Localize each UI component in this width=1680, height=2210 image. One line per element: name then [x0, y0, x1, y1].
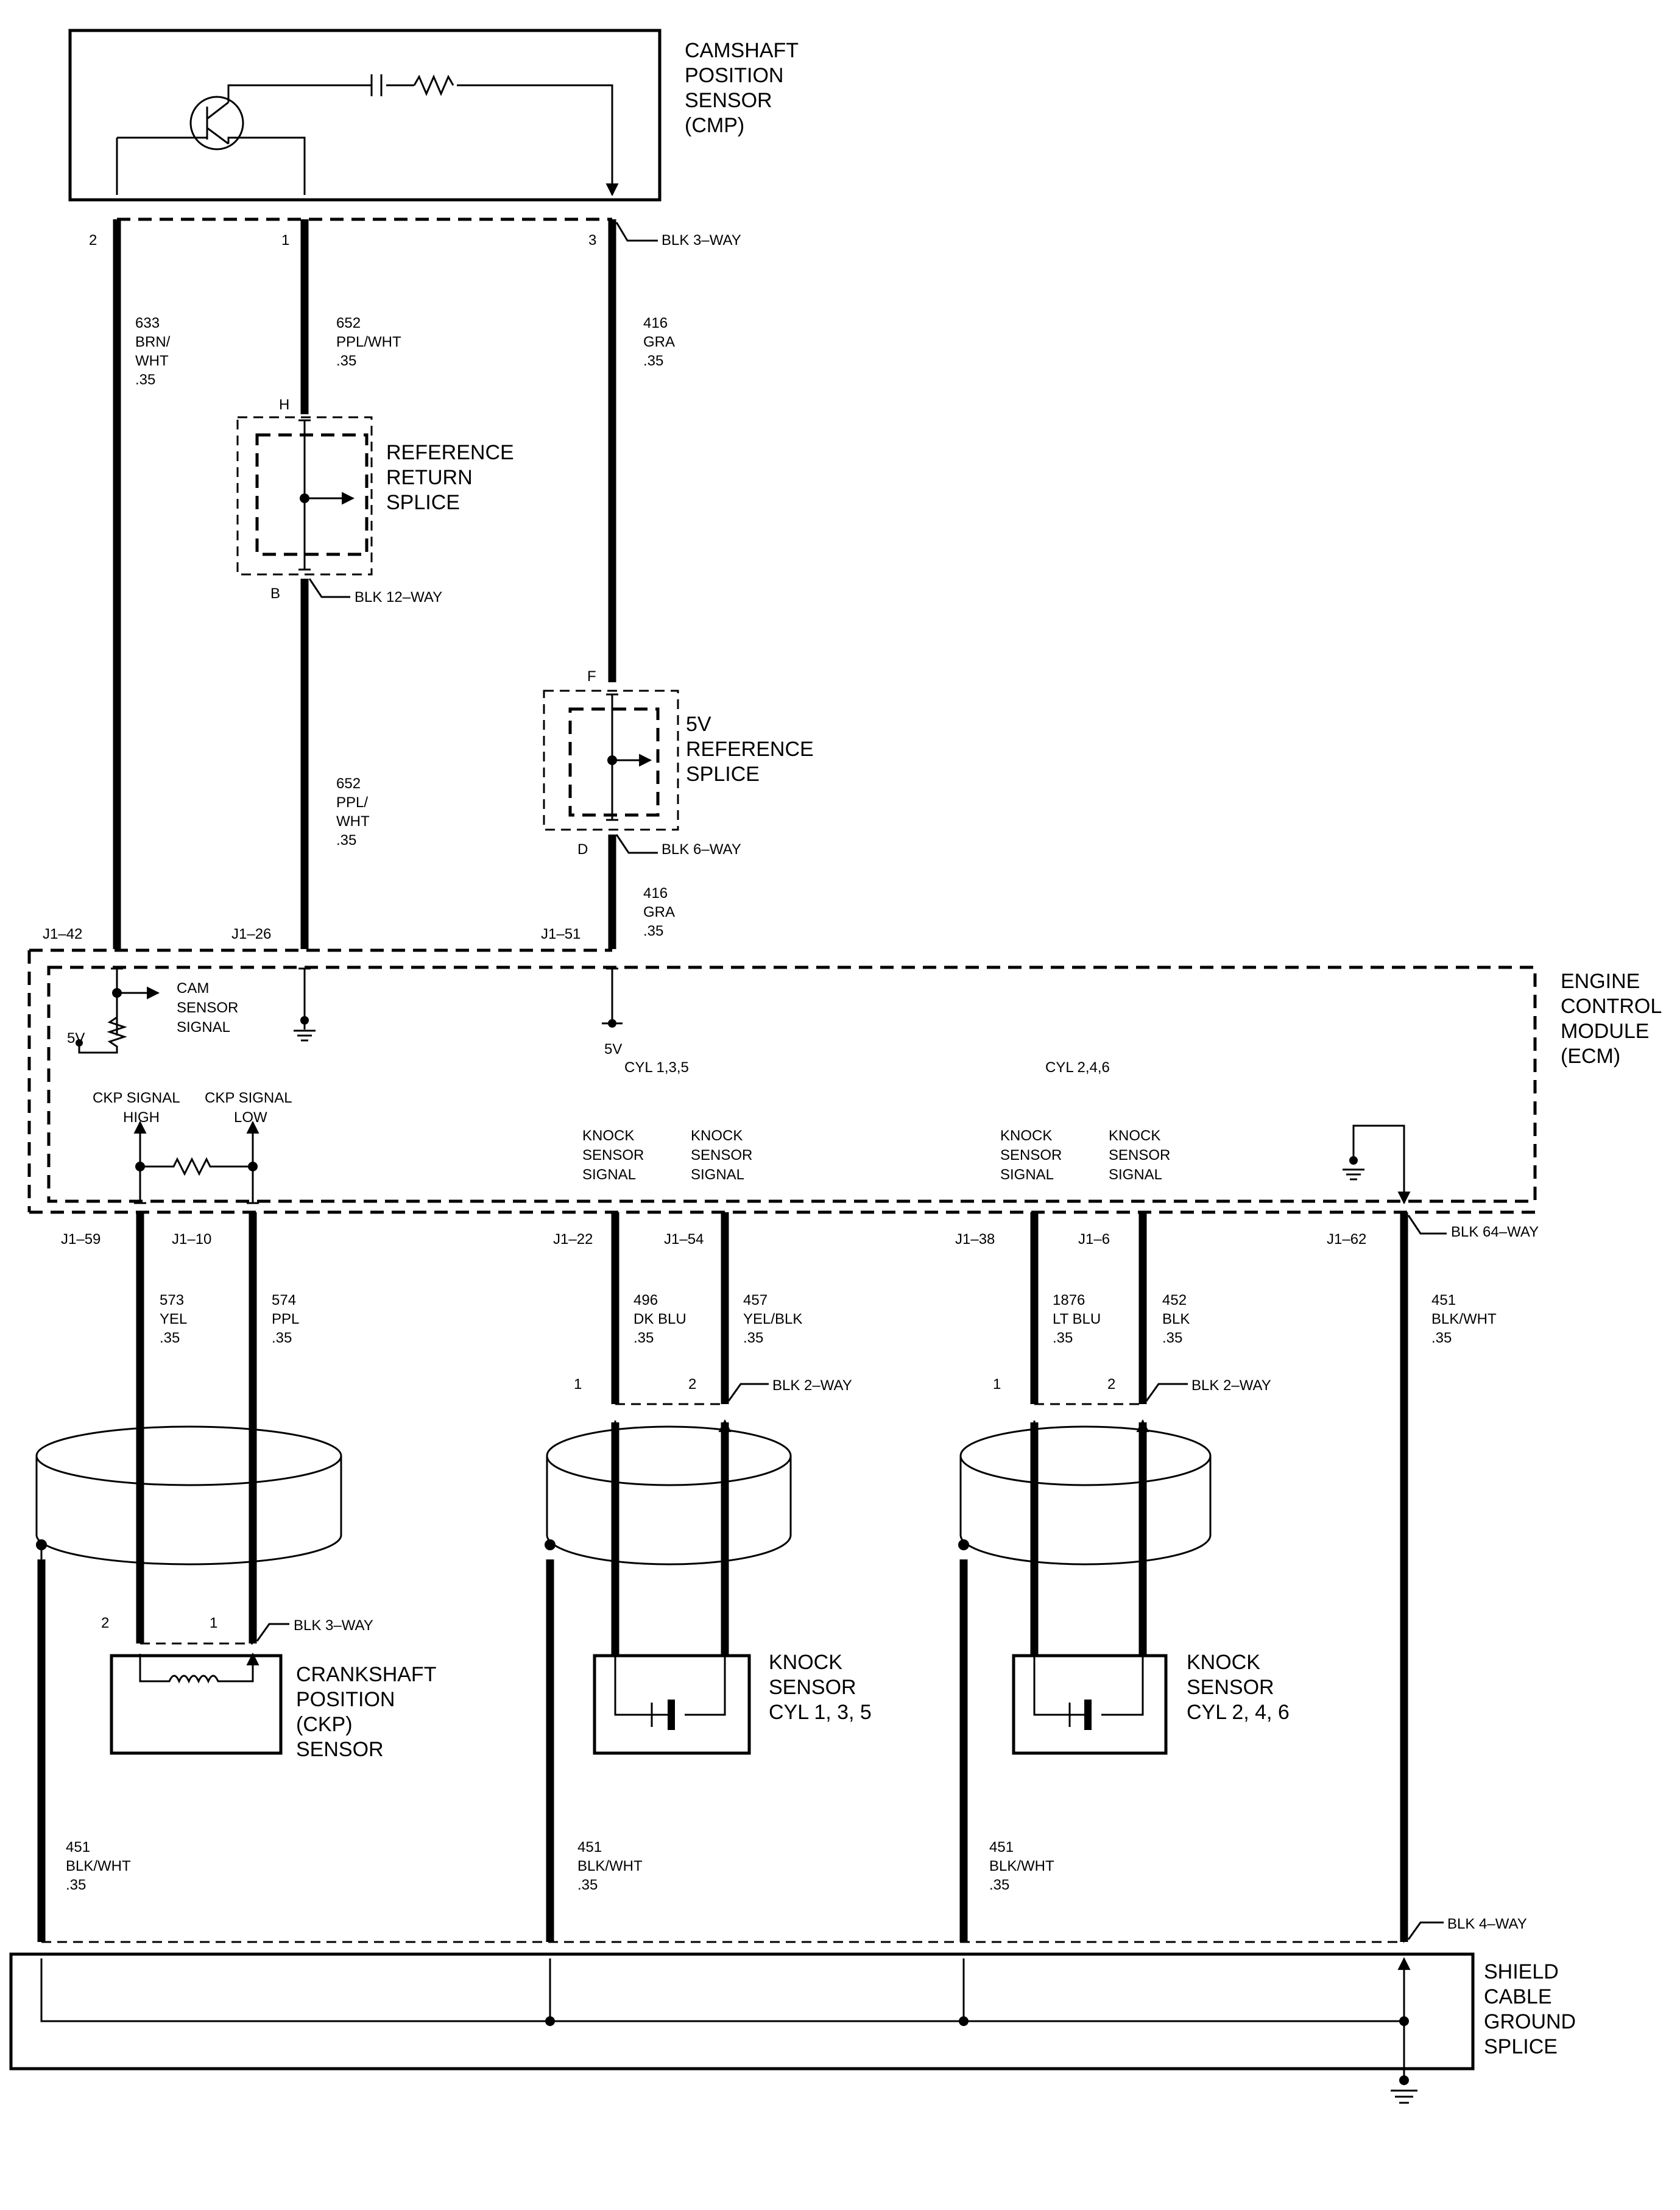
svg-text:1: 1 — [993, 1376, 1001, 1393]
svg-text:CYL 2,4,6: CYL 2,4,6 — [1045, 1059, 1110, 1076]
ground-icon — [294, 1016, 316, 1042]
svg-text:2: 2 — [89, 232, 97, 249]
svg-text:2: 2 — [101, 1615, 109, 1631]
svg-text:J1–62: J1–62 — [1327, 1231, 1366, 1248]
svg-text:D: D — [577, 841, 588, 858]
svg-text:5V: 5V — [67, 1030, 85, 1047]
ecm-lower-connector: J1–59 J1–10 J1–22 J1–54 J1–38 J1–6 J1–62… — [61, 1215, 1539, 1248]
resistor-icon — [413, 74, 454, 96]
shield-ground-icon — [1391, 2075, 1417, 2104]
cmp-connector: 2 1 3 BLK 3–WAY — [89, 217, 741, 249]
svg-text:J1–22: J1–22 — [553, 1231, 593, 1248]
piezo-icon — [668, 1700, 675, 1730]
ks135-connector-label: BLK 2–WAY — [772, 1377, 852, 1394]
shield-ks135-icon — [545, 1425, 792, 1566]
cmp-connector-label: BLK 3–WAY — [662, 232, 741, 249]
svg-text:H: H — [279, 397, 289, 413]
svg-text:1: 1 — [281, 232, 289, 249]
ks246-connector: 1 2 BLK 2–WAY — [993, 1376, 1271, 1438]
svg-text:3: 3 — [588, 232, 596, 249]
svg-text:J1–10: J1–10 — [172, 1231, 211, 1248]
svg-text:J1–42: J1–42 — [43, 926, 82, 942]
ks135-connector: 1 2 BLK 2–WAY — [574, 1376, 852, 1438]
ecm-ground-icon — [1343, 1156, 1364, 1181]
svg-text:1: 1 — [210, 1615, 217, 1631]
svg-text:J1–38: J1–38 — [955, 1231, 995, 1248]
ecm-connector-label: BLK 64–WAY — [1451, 1224, 1539, 1240]
svg-text:F: F — [587, 668, 596, 685]
pullup-resistor-icon — [78, 1016, 127, 1054]
coil-icon — [139, 1672, 254, 1684]
transistor-icon — [189, 96, 244, 150]
svg-text:2: 2 — [688, 1376, 696, 1393]
svg-text:J1–54: J1–54 — [664, 1231, 704, 1248]
svg-text:J1–6: J1–6 — [1078, 1231, 1110, 1248]
ref5v-connector-label: BLK 6–WAY — [662, 841, 741, 858]
shield-ks246-icon — [958, 1425, 1212, 1566]
piezo-icon-2 — [1084, 1700, 1092, 1730]
upper-wires — [113, 219, 616, 949]
lower-wires — [37, 1212, 1408, 1942]
shield-ckp-icon — [35, 1425, 342, 1566]
ckp-resistor-icon — [140, 1157, 253, 1176]
ks246-connector-label: BLK 2–WAY — [1191, 1377, 1271, 1394]
ckp-connector-label: BLK 3–WAY — [294, 1617, 373, 1634]
capacitor-icon — [370, 74, 383, 96]
svg-text:1: 1 — [574, 1376, 582, 1393]
svg-text:J1–26: J1–26 — [231, 926, 271, 942]
svg-text:B: B — [270, 585, 280, 602]
svg-text:5V: 5V — [604, 1041, 622, 1057]
svg-text:CYL 1,3,5: CYL 1,3,5 — [624, 1059, 689, 1076]
svg-text:2: 2 — [1107, 1376, 1115, 1393]
svg-text:J1–59: J1–59 — [61, 1231, 101, 1248]
svg-text:J1–51: J1–51 — [541, 926, 581, 942]
shield-connector-label: BLK 4–WAY — [1447, 1916, 1527, 1932]
ref-return-connector-label: BLK 12–WAY — [355, 589, 442, 605]
